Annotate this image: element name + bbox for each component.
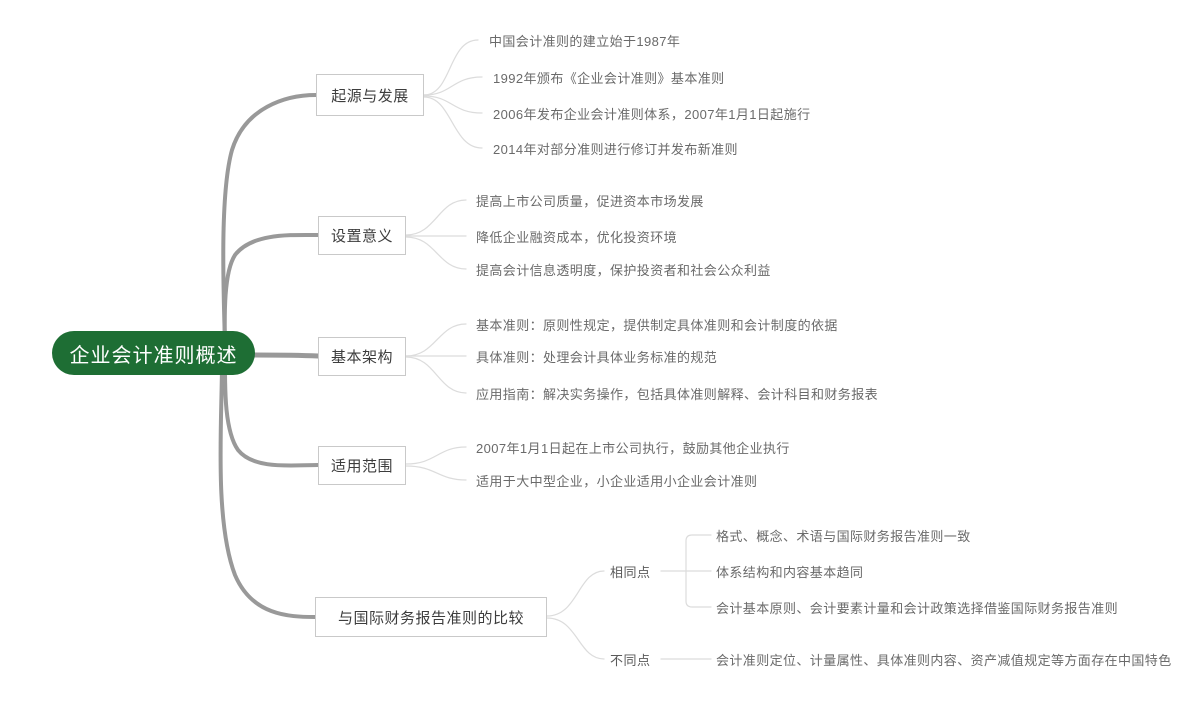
- subbranch-line: [546, 617, 605, 660]
- leaf-node[interactable]: 具体准则：处理会计具体业务标准的规范: [476, 346, 717, 366]
- leaf-node[interactable]: 提高上市公司质量，促进资本市场发展: [476, 190, 704, 210]
- leaf-node[interactable]: 基本准则：原则性规定，提供制定具体准则和会计制度的依据: [476, 314, 838, 334]
- leaf-line: [405, 465, 467, 481]
- leaf-node-label: 体系结构和内容基本趋同: [716, 564, 864, 580]
- leaf-line: [423, 39, 479, 96]
- leaf-line: [423, 76, 483, 96]
- branch-node-framework[interactable]: 基本架构: [318, 337, 406, 376]
- leaf-node[interactable]: 2006年发布企业会计准则体系，2007年1月1日起施行: [493, 103, 811, 123]
- subbranch-line: [546, 570, 605, 617]
- trunk-to-jibenjiagou: [249, 352, 321, 359]
- branch-node-label: 适用范围: [330, 458, 393, 475]
- branch-node-purpose[interactable]: 设置意义: [318, 216, 406, 255]
- sub-branch-label: 相同点: [610, 564, 651, 580]
- branch-node-label: 设置意义: [330, 228, 393, 245]
- leaf-node-label: 中国会计准则的建立始于1987年: [489, 33, 681, 49]
- branch-node-label: 与国际财务报告准则的比较: [337, 609, 524, 627]
- leaf-node-label: 会计准则定位、计量属性、具体准则内容、资产减值规定等方面存在中国特色: [716, 652, 1172, 668]
- leaf-node[interactable]: 会计基本原则、会计要素计量和会计政策选择借鉴国际财务报告准则: [716, 597, 1118, 617]
- leaf-node[interactable]: 适用于大中型企业，小企业适用小企业会计准则: [476, 470, 757, 490]
- root-node[interactable]: 企业会计准则概述: [52, 331, 255, 375]
- leaf-node-label: 适用于大中型企业，小企业适用小企业会计准则: [476, 473, 758, 489]
- leaf-node[interactable]: 2007年1月1日起在上市公司执行，鼓励其他企业执行: [476, 437, 790, 457]
- trunk-to-shiyongfanwei: [222, 358, 320, 468]
- leaf-node-label: 会计基本原则、会计要素计量和会计政策选择借鉴国际财务报告准则: [716, 600, 1119, 616]
- leaf-node-label: 1992年颁布《企业会计准则》基本准则: [493, 70, 725, 86]
- leaf-line: [423, 95, 483, 114]
- leaf-node-label: 2014年对部分准则进行修订并发布新准则: [493, 141, 738, 157]
- branch-node-label: 起源与发展: [331, 87, 409, 105]
- leaf-node[interactable]: 体系结构和内容基本趋同: [716, 561, 863, 581]
- root-node-label: 企业会计准则概述: [69, 344, 238, 367]
- subgroup-bracket: [685, 534, 712, 608]
- branch-node-origin-development[interactable]: 起源与发展: [316, 74, 424, 116]
- leaf-node-label: 2007年1月1日起在上市公司执行，鼓励其他企业执行: [476, 440, 790, 456]
- branch-node-label: 基本架构: [330, 349, 393, 366]
- leaf-node[interactable]: 格式、概念、术语与国际财务报告准则一致: [716, 525, 971, 545]
- leaf-node[interactable]: 降低企业融资成本，优化投资环境: [476, 226, 677, 246]
- leaf-line: [405, 446, 467, 465]
- sub-branch-label: 不同点: [610, 652, 651, 668]
- sub-branch-differences[interactable]: 不同点: [608, 649, 653, 669]
- leaf-node[interactable]: 中国会计准则的建立始于1987年: [489, 30, 680, 50]
- leaf-line: [405, 356, 467, 394]
- leaf-node[interactable]: 2014年对部分准则进行修订并发布新准则: [493, 138, 738, 158]
- leaf-node-label: 降低企业融资成本，优化投资环境: [476, 229, 678, 245]
- leaf-line: [405, 236, 467, 270]
- leaf-line: [405, 199, 467, 236]
- leaf-line: [423, 96, 483, 149]
- leaf-node-label: 基本准则：原则性规定，提供制定具体准则和会计制度的依据: [476, 317, 838, 333]
- trunk-to-bijiao: [218, 360, 317, 619]
- leaf-node-label: 具体准则：处理会计具体业务标准的规范: [476, 349, 718, 365]
- trunk-to-qiyuanyufazhan: [221, 93, 318, 352]
- branch-node-scope[interactable]: 适用范围: [318, 446, 406, 485]
- leaf-node[interactable]: 应用指南：解决实务操作，包括具体准则解释、会计科目和财务报表: [476, 383, 878, 403]
- leaf-node-label: 应用指南：解决实务操作，包括具体准则解释、会计科目和财务报表: [476, 386, 879, 402]
- leaf-node[interactable]: 提高会计信息透明度，保护投资者和社会公众利益: [476, 259, 771, 279]
- branch-node-ifrs-comparison[interactable]: 与国际财务报告准则的比较: [315, 597, 547, 637]
- leaf-line: [405, 323, 467, 357]
- leaf-node[interactable]: 会计准则定位、计量属性、具体准则内容、资产减值规定等方面存在中国特色: [716, 649, 1172, 669]
- sub-branch-similarities[interactable]: 相同点: [608, 561, 653, 581]
- leaf-node[interactable]: 1992年颁布《企业会计准则》基本准则: [493, 67, 725, 87]
- leaf-node-label: 提高上市公司质量，促进资本市场发展: [476, 193, 704, 209]
- leaf-node-label: 格式、概念、术语与国际财务报告准则一致: [716, 528, 971, 544]
- leaf-node-label: 2006年发布企业会计准则体系，2007年1月1日起施行: [493, 106, 811, 122]
- leaf-node-label: 提高会计信息透明度，保护投资者和社会公众利益: [476, 262, 771, 278]
